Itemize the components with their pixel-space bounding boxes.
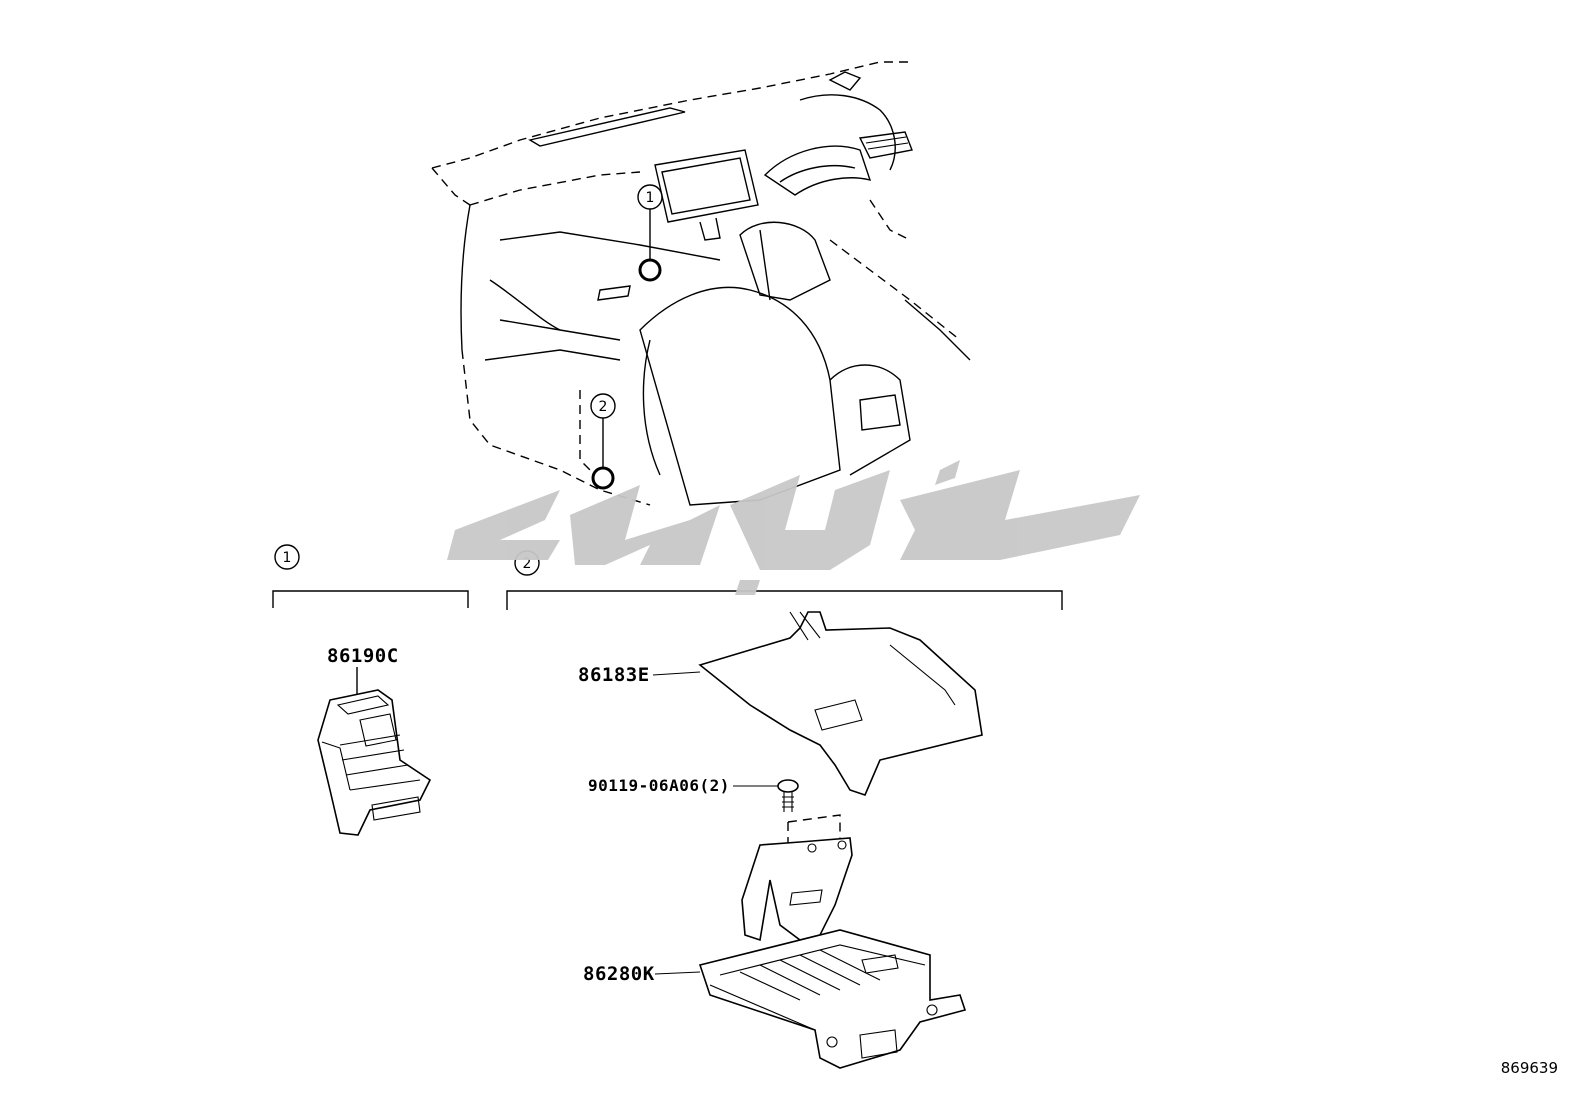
callout-1: 1 [637,184,663,282]
cover-86183E[interactable] [698,611,983,796]
amplifier-86280K[interactable] [698,837,967,1069]
callout-2-label: 2 [599,399,608,415]
group-2: 2 86183E 90119-06A06(2) 86280K [506,550,1063,1069]
dashboard-overview: 1 2 [431,61,971,506]
group-1-label: 1 [283,550,292,566]
group-2-label: 2 [523,556,532,572]
screw-90119[interactable] [777,779,799,812]
part-90119-label[interactable]: 90119-06A06(2) [588,776,730,795]
part-86280K-label[interactable]: 86280K [583,963,655,985]
switch-86190C[interactable] [317,689,432,836]
illustration-number: 869639 [1501,1059,1558,1077]
part-86190C-label[interactable]: 86190C [327,645,399,667]
callout-2: 2 [590,393,616,490]
group-1: 1 86190C [272,544,469,836]
watermark-logo [447,460,1140,595]
part-86183E-label[interactable]: 86183E [578,664,650,686]
callout-1-label: 1 [646,190,655,206]
